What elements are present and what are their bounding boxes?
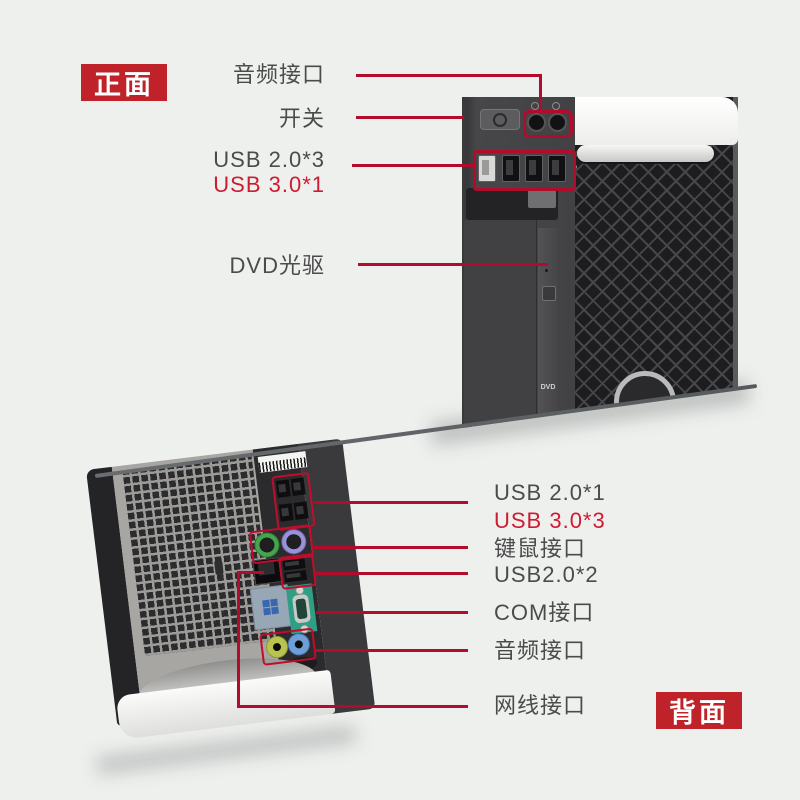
table-edge-line — [94, 383, 758, 478]
callout-line-back-lan-stub — [237, 571, 264, 574]
label-front-usb20: USB 2.0*3 — [213, 147, 325, 172]
label-back-com: COM接口 — [494, 600, 595, 625]
tower-right-edge — [733, 97, 738, 428]
usb-tongue — [506, 160, 513, 175]
callout-line-back-audio — [314, 649, 468, 652]
label-front-power: 开关 — [278, 106, 325, 131]
callout-line-back-usb2 — [314, 572, 468, 575]
callout-line-front-dvd — [358, 263, 548, 266]
label-front-audio: 音频接口 — [232, 62, 325, 87]
mic-icon — [531, 102, 539, 110]
headphone-icon — [552, 102, 560, 110]
callout-line-front-power — [356, 116, 464, 119]
usb-tongue — [552, 160, 559, 175]
usb2-port — [525, 155, 543, 182]
headphone-jack — [548, 113, 567, 132]
callout-box-front-audio-jacks — [523, 110, 573, 138]
tower-top-cap — [575, 97, 738, 145]
callout-box-back-usb4 — [271, 471, 316, 532]
label-front-usb30: USB 3.0*1 — [213, 172, 325, 197]
front-section-badge: 正面 — [81, 64, 167, 101]
handle-groove — [577, 145, 714, 162]
callout-line-back-lan-drop — [237, 571, 240, 708]
callout-line-back-lan — [237, 705, 468, 708]
lock-slot — [214, 560, 224, 575]
power-button — [480, 109, 520, 130]
callout-box-back-usb2 — [278, 552, 317, 590]
media-bay — [466, 188, 558, 220]
db9-face — [295, 598, 308, 620]
callout-box-back-audio — [259, 627, 317, 666]
label-back-usb30: USB 3.0*3 — [494, 508, 606, 533]
windows-logo-icon — [262, 598, 279, 616]
label-back-kbms: 键鼠接口 — [494, 536, 587, 561]
usb-tongue — [529, 160, 536, 175]
label-front-dvd: DVD光驱 — [229, 253, 325, 278]
label-back-lan: 网线接口 — [494, 693, 587, 718]
usb2-port — [502, 155, 520, 182]
tower-back-view — [86, 438, 376, 740]
callout-line-back-kbms — [314, 546, 468, 549]
tower-front-view: DVD — [462, 97, 738, 428]
usb3-port — [478, 155, 496, 182]
callout-line-front-audio — [356, 74, 542, 77]
usb-tongue — [482, 160, 489, 175]
label-back-audio: 音频接口 — [494, 638, 587, 663]
callout-line-front-audio-drop — [539, 74, 542, 114]
power-icon — [493, 113, 507, 127]
dvd-pinhole — [545, 269, 548, 272]
callout-line-front-usb — [352, 164, 474, 167]
callout-line-back-usb4 — [314, 501, 468, 504]
dvd-eject-button — [542, 286, 556, 301]
label-back-usb2: USB2.0*2 — [494, 562, 599, 587]
front-door — [464, 220, 537, 428]
callout-box-front-usb-ports — [473, 150, 576, 191]
media-bay-cover — [528, 190, 556, 208]
mic-jack — [527, 113, 546, 132]
dvd-logo: DVD — [540, 384, 556, 391]
dvd-drive: DVD — [538, 228, 558, 428]
db9-connector — [291, 593, 312, 624]
callout-line-back-com — [316, 611, 468, 614]
back-section-badge: 背面 — [656, 692, 742, 729]
usb2-port — [548, 155, 566, 182]
label-back-usb20: USB 2.0*1 — [494, 480, 606, 505]
